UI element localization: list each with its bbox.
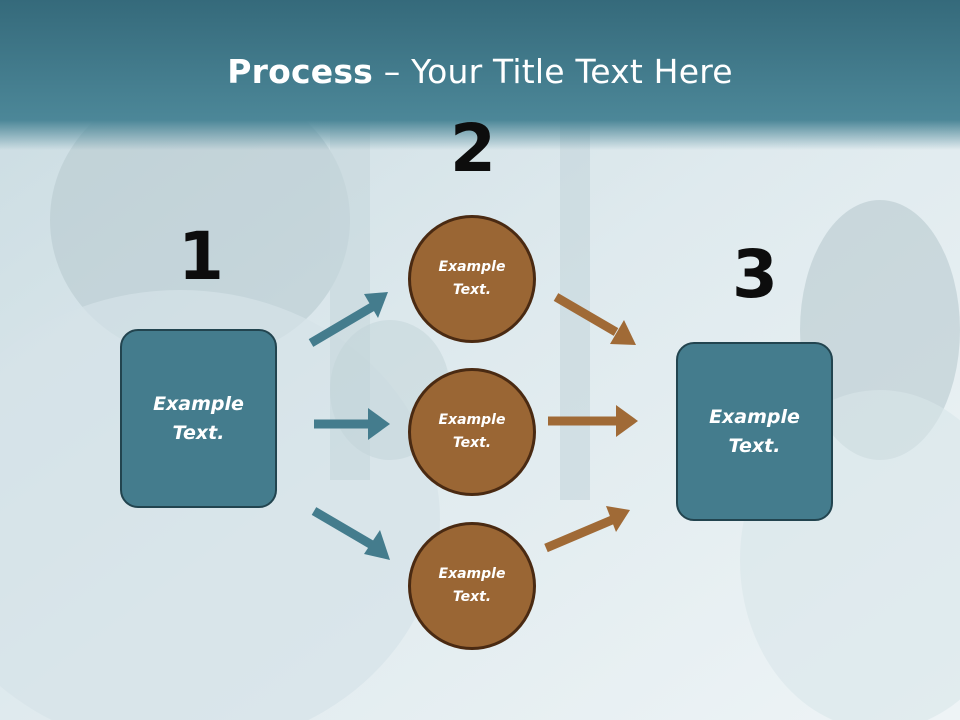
circle-bottom-line1: Example — [438, 566, 506, 582]
title-rest: – Your Title Text Here — [373, 52, 733, 91]
step-3-line1: Example — [709, 405, 800, 428]
circle-top-line2: Text. — [452, 282, 492, 298]
step-3-line2: Text. — [728, 434, 781, 457]
step-number-3: 3 — [732, 236, 778, 313]
circle-bottom-line2: Text. — [452, 589, 492, 605]
step-1-line2: Text. — [172, 421, 225, 444]
title-bold: Process — [227, 52, 374, 91]
circle-middle-line1: Example — [438, 412, 506, 428]
circle-middle-line2: Text. — [452, 435, 492, 451]
circle-top-line1: Example — [438, 259, 506, 275]
step-1-line1: Example — [153, 392, 244, 415]
slide-title: Process – Your Title Text Here — [0, 52, 960, 91]
step-number-1: 1 — [178, 218, 224, 295]
step-number-2: 2 — [450, 110, 496, 187]
